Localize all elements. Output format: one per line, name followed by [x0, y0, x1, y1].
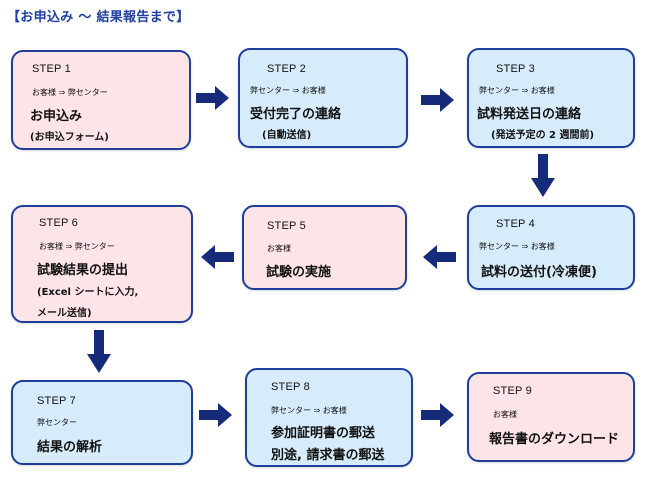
step-note: (自動送信) — [262, 130, 312, 141]
arrow-right-8-9 — [421, 403, 454, 427]
step-title: お申込み — [30, 109, 83, 124]
step-4-box: STEP 4 弊センター ⇒ お客様 試料の送付(冷凍便) — [467, 205, 635, 290]
step-title: 試験結果の提出 — [37, 263, 129, 278]
arrow-down-6-7 — [87, 330, 111, 373]
step-flow: お客様 ⇒ 弊センター — [32, 88, 108, 97]
step-3-box: STEP 3 弊センター ⇒ お客様 試料発送日の連絡 (発送予定の 2 週間前… — [467, 48, 635, 148]
step-title: 試験の実施 — [266, 265, 332, 280]
step-label: STEP 8 — [271, 381, 310, 393]
step-label: STEP 3 — [496, 63, 535, 75]
step-title: 報告書のダウンロード — [489, 432, 620, 447]
step-6-box: STEP 6 お客様 ⇒ 弊センター 試験結果の提出 (Excel シートに入力… — [11, 205, 193, 323]
step-flow: 弊センター ⇒ お客様 — [250, 86, 326, 95]
step-flow: お客様 — [267, 244, 291, 253]
arrow-right-7-8 — [199, 403, 232, 427]
step-label: STEP 5 — [267, 220, 306, 232]
step-label: STEP 9 — [493, 385, 532, 397]
step-9-box: STEP 9 お客様 報告書のダウンロード — [467, 372, 635, 462]
step-title: 結果の解析 — [37, 440, 103, 455]
step-2-box: STEP 2 弊センター ⇒ お客様 受付完了の連絡 (自動送信) — [238, 48, 408, 148]
arrow-left-4-5 — [423, 245, 456, 269]
arrow-right-2-3 — [421, 88, 454, 112]
step-flow: 弊センター ⇒ お客様 — [479, 242, 555, 251]
step-note: (Excel シートに入力, — [37, 287, 139, 298]
step-flow: お客様 ⇒ 弊センター — [39, 242, 115, 251]
step-8-box: STEP 8 弊センター ⇒ お客様 参加証明書の郵送 別途, 請求書の郵送 — [245, 368, 413, 467]
step-label: STEP 1 — [32, 63, 71, 75]
step-title: 参加証明書の郵送 — [271, 426, 376, 441]
arrow-right-1-2 — [196, 86, 229, 110]
step-note: (お申込フォーム) — [30, 132, 109, 143]
step-label: STEP 6 — [39, 217, 78, 229]
step-title: 試料発送日の連絡 — [477, 107, 582, 122]
step-flow: 弊センター ⇒ お客様 — [271, 406, 347, 415]
page-title: 【お申込み ～ 結果報告まで】 — [7, 10, 190, 25]
arrow-left-5-6 — [201, 245, 234, 269]
step-7-box: STEP 7 弊センター 結果の解析 — [11, 380, 193, 465]
step-title-2: 別途, 請求書の郵送 — [271, 448, 385, 463]
step-note-2: メール送信) — [37, 308, 92, 319]
step-5-box: STEP 5 お客様 試験の実施 — [242, 205, 407, 290]
step-title: 試料の送付(冷凍便) — [481, 265, 597, 280]
step-flow: 弊センター — [37, 418, 77, 427]
step-1-box: STEP 1 お客様 ⇒ 弊センター お申込み (お申込フォーム) — [11, 50, 191, 150]
step-label: STEP 7 — [37, 395, 76, 407]
step-flow: お客様 — [493, 410, 517, 419]
arrow-down-3-4 — [531, 154, 555, 197]
step-label: STEP 4 — [496, 218, 535, 230]
step-note: (発送予定の 2 週間前) — [491, 130, 595, 141]
step-title: 受付完了の連絡 — [250, 107, 342, 122]
step-flow: 弊センター ⇒ お客様 — [479, 86, 555, 95]
step-label: STEP 2 — [267, 63, 306, 75]
